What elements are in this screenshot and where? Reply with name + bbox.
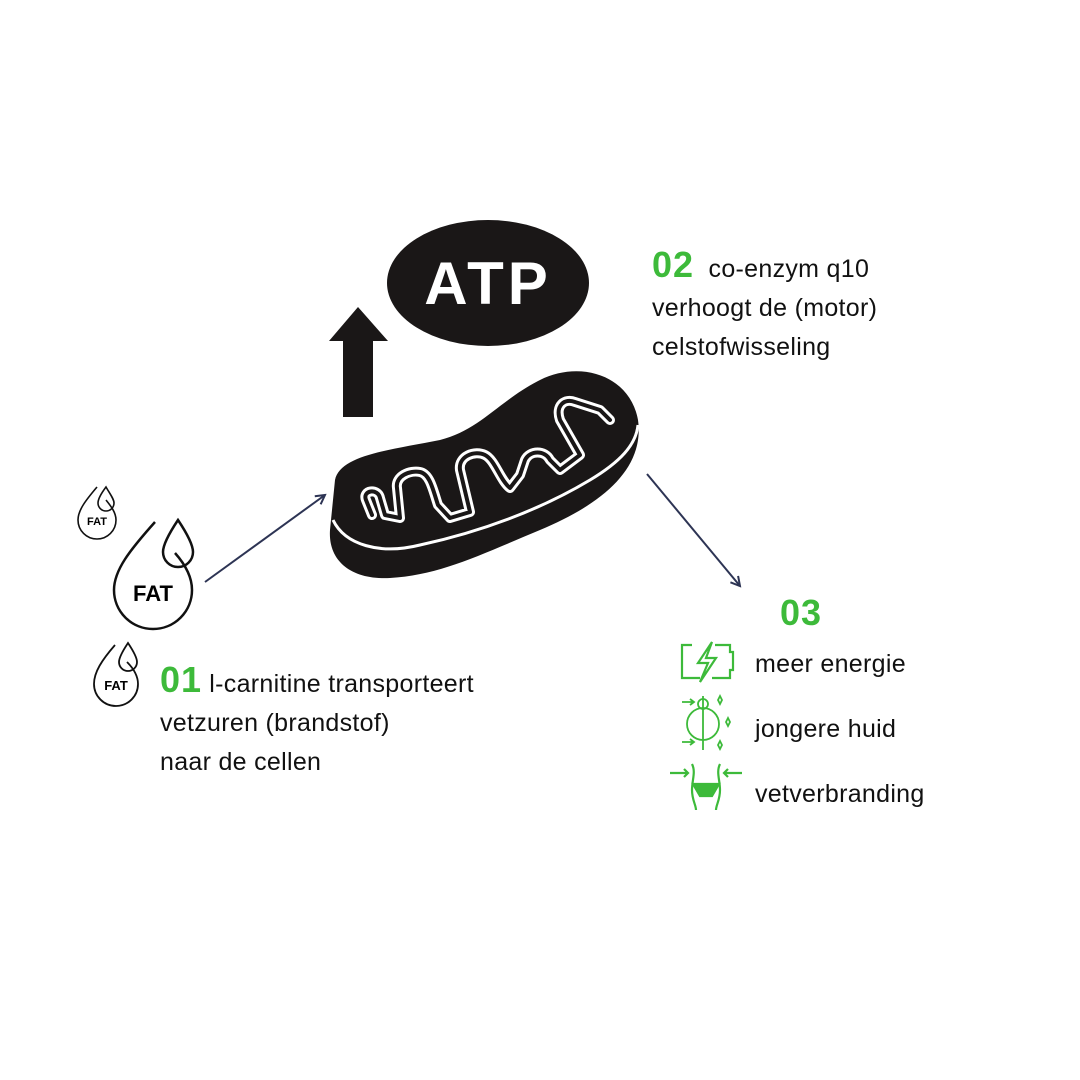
arrow-fat-to-mitochondrion <box>204 495 325 583</box>
step-03-number: 03 <box>780 592 823 633</box>
fat-label-small-top: FAT <box>87 516 107 528</box>
fat-drop-icon-large <box>112 517 195 631</box>
step-01-number: 01 <box>160 659 203 700</box>
step-02-line-1: co-enzym q10 <box>708 255 870 283</box>
fat-label-large: FAT <box>133 581 173 606</box>
atp-label: ATP <box>424 250 552 317</box>
battery-bolt-icon <box>680 641 735 683</box>
atp-badge <box>387 220 589 346</box>
step-02-line-3: celstofwisseling <box>652 333 831 361</box>
step-01-line-1: l-carnitine transporteert <box>209 670 474 698</box>
benefit-fat-burning: vetverbranding <box>755 780 925 808</box>
benefit-energy: meer energie <box>755 650 906 678</box>
step-02: 02 co-enzym q10 verhoogt de (motor) cels… <box>652 245 877 367</box>
step-01-line-3: naar de cellen <box>160 748 322 776</box>
step-01-line-2: vetzuren (brandstof) <box>160 709 390 737</box>
mitochondrion-icon <box>329 371 640 579</box>
fat-drop-icon-small-bottom <box>93 641 139 707</box>
arrow-mitochondrion-to-benefits <box>646 473 740 586</box>
fat-label-small-bottom: FAT <box>104 678 128 693</box>
up-arrow-icon <box>329 307 388 417</box>
face-icon <box>682 693 732 752</box>
waist-icon <box>670 763 742 811</box>
step-02-line-2: verhoogt de (motor) <box>652 294 878 322</box>
step-02-number: 02 <box>652 244 695 285</box>
step-01: 01 l-carnitine transporteert vetzuren (b… <box>160 660 474 782</box>
benefit-skin: jongere huid <box>755 715 897 743</box>
fat-drop-icon-small-top <box>77 485 117 540</box>
